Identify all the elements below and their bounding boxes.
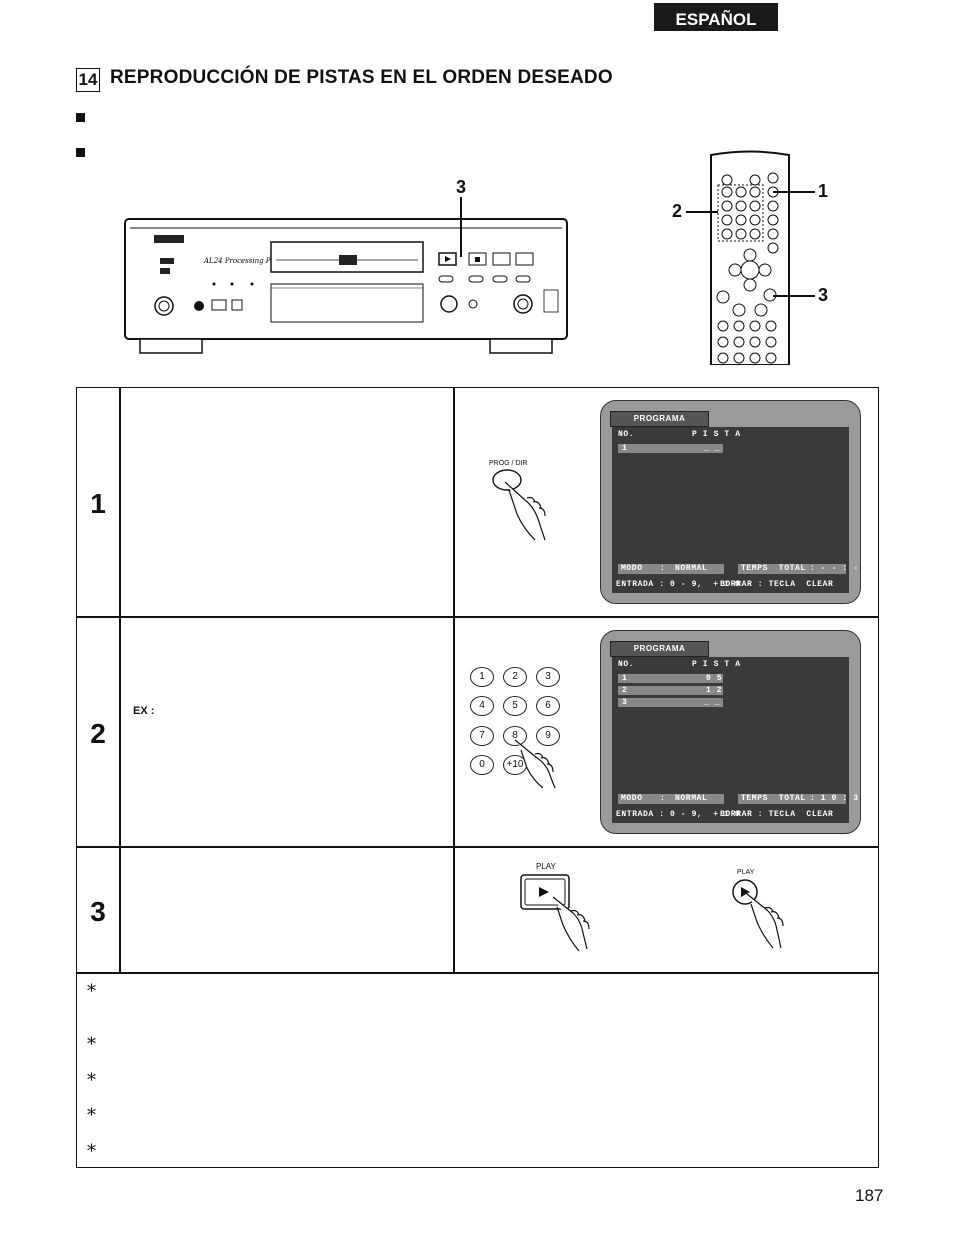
osd-header: PROGRAMA — [610, 641, 709, 657]
program-row: 2 1 2 — [618, 686, 723, 695]
note-asterisk: * — [87, 1070, 96, 1091]
play-button-player-illustration — [519, 873, 619, 953]
step-2-example-label: EX : — [133, 705, 155, 717]
remote-control-illustration — [705, 150, 795, 366]
play-label-player: PLAY — [536, 862, 556, 871]
key-6: 6 — [536, 696, 560, 716]
svg-text:AL24 Processing Plus: AL24 Processing Plus — [203, 257, 281, 265]
page-number: 187 — [855, 1186, 884, 1205]
key-7: 7 — [470, 726, 494, 746]
key-3: 3 — [536, 667, 560, 687]
key-0: 0 — [470, 755, 494, 775]
clear-hint: BORRAR : TECLA CLEAR — [720, 810, 834, 819]
program-screen-1: PROGRAMA NO. P I S T A 1 _ _ MODO : NORM… — [600, 400, 869, 604]
step-3-number: 3 — [90, 896, 106, 927]
program-row: 1 0 5 — [618, 674, 723, 683]
callout-3-player: 3 — [456, 177, 467, 197]
steps-table: 1 2 3 EX : PROG / DIR 1 2 3 4 5 6 7 8 9 … — [76, 387, 879, 1168]
col-track: P I S T A — [692, 660, 741, 669]
osd-header: PROGRAMA — [610, 411, 709, 427]
key-5: 5 — [503, 696, 527, 716]
bullet-icon — [76, 113, 85, 122]
play-label-remote: PLAY — [737, 869, 755, 876]
clear-hint: BORRAR : TECLA CLEAR — [720, 580, 834, 589]
language-badge: ESPAÑOL — [654, 3, 778, 31]
mode-bar: MODO : NORMAL — [618, 794, 724, 804]
note-asterisk: * — [87, 1141, 96, 1162]
program-screen-2: PROGRAMA NO. P I S T A 1 0 5 2 1 2 3 _ _… — [600, 630, 869, 834]
step-1-number: 1 — [90, 488, 106, 519]
prog-dir-label: PROG / DIR — [489, 460, 528, 467]
key-2: 2 — [503, 667, 527, 687]
hand-icon — [505, 728, 585, 789]
col-no: NO. — [618, 430, 635, 439]
program-row: 1 _ _ — [618, 444, 723, 453]
col-no: NO. — [618, 660, 635, 669]
callout-2-remote: 2 — [672, 201, 683, 221]
key-4: 4 — [470, 696, 494, 716]
entry-hint: ENTRADA : 0 - 9, + 1 0 — [616, 810, 741, 819]
note-asterisk: * — [87, 1105, 96, 1126]
key-9: 9 — [536, 726, 560, 746]
section-number: 14 — [76, 68, 100, 92]
key-plus10: +10 — [503, 755, 527, 775]
bullet-icon — [76, 148, 85, 157]
mode-bar: MODO : NORMAL — [618, 564, 724, 574]
entry-hint: ENTRADA : 0 - 9, + 1 0 — [616, 580, 741, 589]
total-time-bar: TEMPS TOTAL : - - : - - — [738, 564, 869, 574]
col-track: P I S T A — [692, 430, 741, 439]
prog-dir-button-illustration — [487, 468, 567, 548]
key-1: 1 — [470, 667, 494, 687]
play-button-remote-illustration — [731, 878, 811, 954]
key-8: 8 — [503, 726, 527, 746]
step-2-number: 2 — [90, 718, 106, 749]
note-asterisk: * — [87, 981, 96, 1002]
callout-3-remote: 3 — [818, 285, 829, 305]
section-title: REPRODUCCIÓN DE PISTAS EN EL ORDEN DESEA… — [110, 67, 613, 88]
note-asterisk: * — [87, 1034, 96, 1055]
callout-1-remote: 1 — [818, 181, 829, 201]
total-time-bar: TEMPS TOTAL : 1 0 : 3 5 — [738, 794, 869, 804]
dvd-player-illustration: AL24 Processing Plus — [124, 218, 568, 356]
program-row: 3 _ _ — [618, 698, 723, 707]
